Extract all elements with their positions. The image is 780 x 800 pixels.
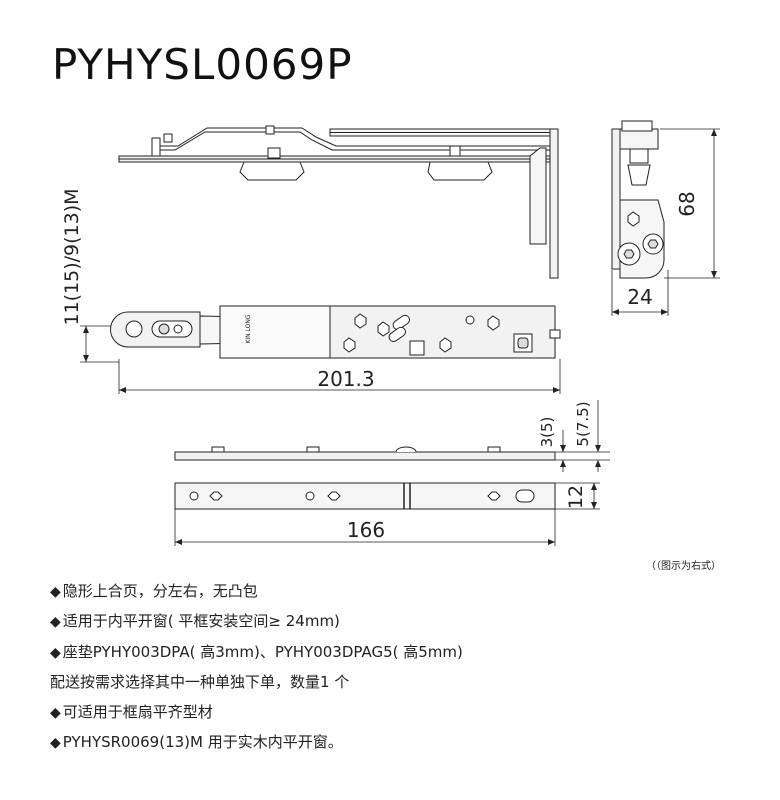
end-view-height-label: 68 [675, 191, 699, 216]
overall-length-label: 201.3 [317, 367, 374, 391]
seat-pad-plan-view [174, 482, 556, 510]
spec-item: ◆适用于内平开窗( 平框安装空间≥ 24mm) [50, 607, 463, 637]
seat-width-label: 12 [565, 485, 587, 509]
diamond-bullet-icon: ◆ [50, 735, 61, 752]
seat-height-dimensions [555, 400, 610, 472]
spec-item: ◆座垫PYHY003DPA( 高3mm)、PYHY003DPAG5( 高5mm) [50, 638, 463, 668]
hinge-end-view [611, 120, 665, 279]
spec-list: ◆隐形上合页，分左右，无凸包 ◆适用于内平开窗( 平框安装空间≥ 24mm) ◆… [50, 577, 463, 758]
spec-text: 座垫PYHY003DPA( 高3mm)、PYHY003DPAG5( 高5mm) [62, 642, 463, 661]
product-code-title: PYHYSL0069P [52, 40, 353, 89]
seat-width-dimension [555, 482, 600, 510]
seat-height-large-label: 5(7.5) [574, 401, 592, 446]
end-view-width-label: 24 [627, 285, 652, 309]
spec-item: ◆隐形上合页，分左右，无凸包 [50, 577, 463, 607]
spec-text: 适用于内平开窗( 平框安装空间≥ 24mm) [62, 612, 340, 631]
spec-item: ◆可适用于框扇平齐型材 [50, 698, 463, 728]
spec-item: 配送按需求选择其中一种单独下单，数量1 个 [50, 668, 463, 697]
diamond-bullet-icon: ◆ [50, 614, 61, 631]
seat-pad-side-view [174, 446, 556, 461]
seat-height-small-label: 3(5) [538, 417, 556, 448]
spec-text: PYHYSR0069(13)M 用于实木内平开窗。 [62, 733, 343, 752]
end-view-dimensions [611, 128, 720, 316]
side-height-label: 11(15)/9(13)M [61, 188, 83, 325]
overall-length-dimension [118, 359, 561, 394]
hinge-plan-view [110, 305, 561, 359]
seat-length-dimension [174, 509, 556, 546]
spec-text: 隐形上合页，分左右，无凸包 [62, 582, 258, 600]
hinge-side-view [118, 125, 559, 279]
seat-length-label: 166 [347, 518, 385, 542]
spec-text: 可适用于框扇平齐型材 [62, 702, 213, 721]
diamond-bullet-icon: ◆ [50, 644, 61, 661]
spec-text: 配送按需求选择其中一种单独下单，数量1 个 [50, 673, 350, 692]
brand-marking: KIN LONG [245, 314, 252, 343]
diagram-note: （（图示为右式） [646, 561, 721, 572]
diamond-bullet-icon: ◆ [50, 704, 61, 721]
spec-item: ◆PYHYSR0069(13)M 用于实木内平开窗。 [50, 728, 463, 758]
diamond-bullet-icon: ◆ [50, 584, 61, 600]
